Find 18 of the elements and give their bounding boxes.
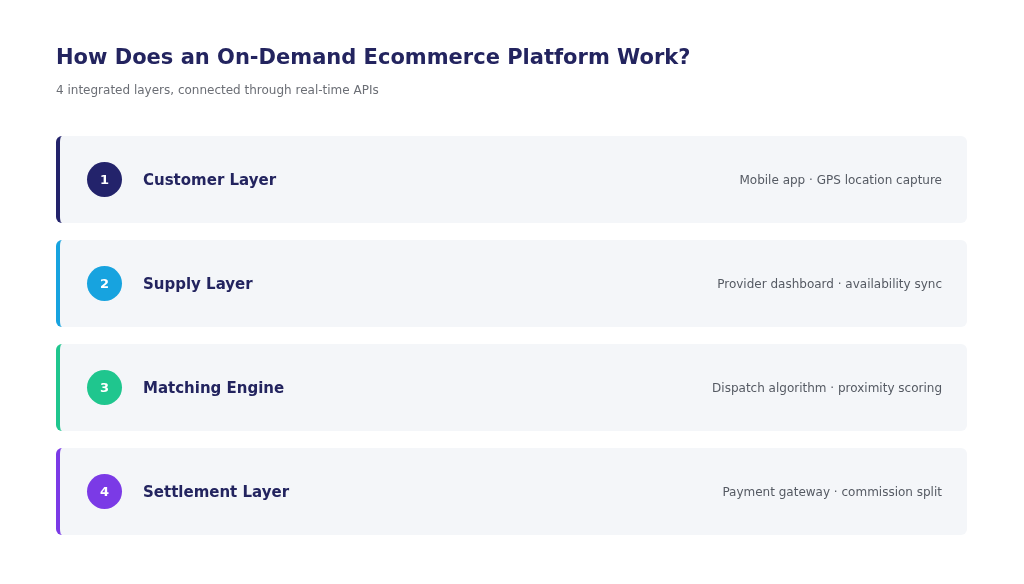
- layer-title: Matching Engine: [143, 377, 285, 398]
- layer-description: Provider dashboard · availability sync: [717, 275, 942, 292]
- layer-card: [56, 344, 967, 431]
- layer-card: [56, 448, 967, 535]
- step-number: 2: [87, 266, 122, 301]
- layer-title: Supply Layer: [143, 273, 253, 294]
- step-number: 1: [87, 162, 122, 197]
- title: How Does an On-Demand Ecommerce Platform Work?: [56, 44, 691, 70]
- subtitle: 4 integrated layers, connected through real-time APIs: [56, 82, 379, 98]
- step-number: 4: [87, 474, 122, 509]
- layer-description: Dispatch algorithm · proximity scoring: [712, 379, 942, 396]
- layer-description: Mobile app · GPS location capture: [739, 171, 942, 188]
- layer-card: [56, 136, 967, 223]
- layer-title: Settlement Layer: [143, 481, 290, 502]
- step-number: 3: [87, 370, 122, 405]
- layer-description: Payment gateway · commission split: [722, 483, 942, 500]
- layer-card: [56, 240, 967, 327]
- layer-title: Customer Layer: [143, 169, 277, 190]
